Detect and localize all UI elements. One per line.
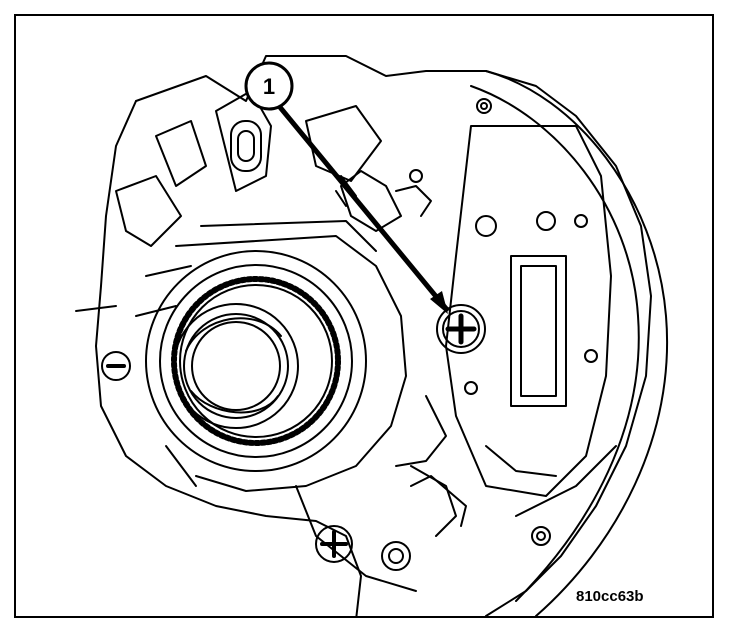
callout-leader [277,104,450,313]
rectangular-window [510,255,567,407]
valve-detail [340,170,402,232]
spline-ring-outer [145,250,367,472]
callout-bubble [244,61,294,111]
bolt-head [436,304,486,354]
upper-rib-3 [305,105,382,182]
diagram-frame: 1 810cc63b [14,14,714,618]
hub-housing [175,235,407,492]
figure-id: 810cc63b [576,588,644,605]
callout-1: 1 [244,61,450,314]
cover-plate [445,125,612,497]
flange-arc-outer [485,70,669,616]
callout-number: 1 [263,74,275,99]
left-boss [101,351,131,381]
flange-arc-inner [470,85,640,602]
upper-rib-2 [155,120,207,187]
shaft-bore-outer [173,303,299,429]
transmission-cover-illustration: 1 [75,55,669,616]
callout-arrowhead [430,291,448,314]
housing-left-edge [95,100,362,616]
gear-teeth [171,276,341,446]
slotted-lug [230,120,262,172]
lower-screw [315,525,353,563]
upper-rib-4 [115,175,182,247]
upper-rib-1 [215,90,272,192]
housing-outline [135,55,652,616]
